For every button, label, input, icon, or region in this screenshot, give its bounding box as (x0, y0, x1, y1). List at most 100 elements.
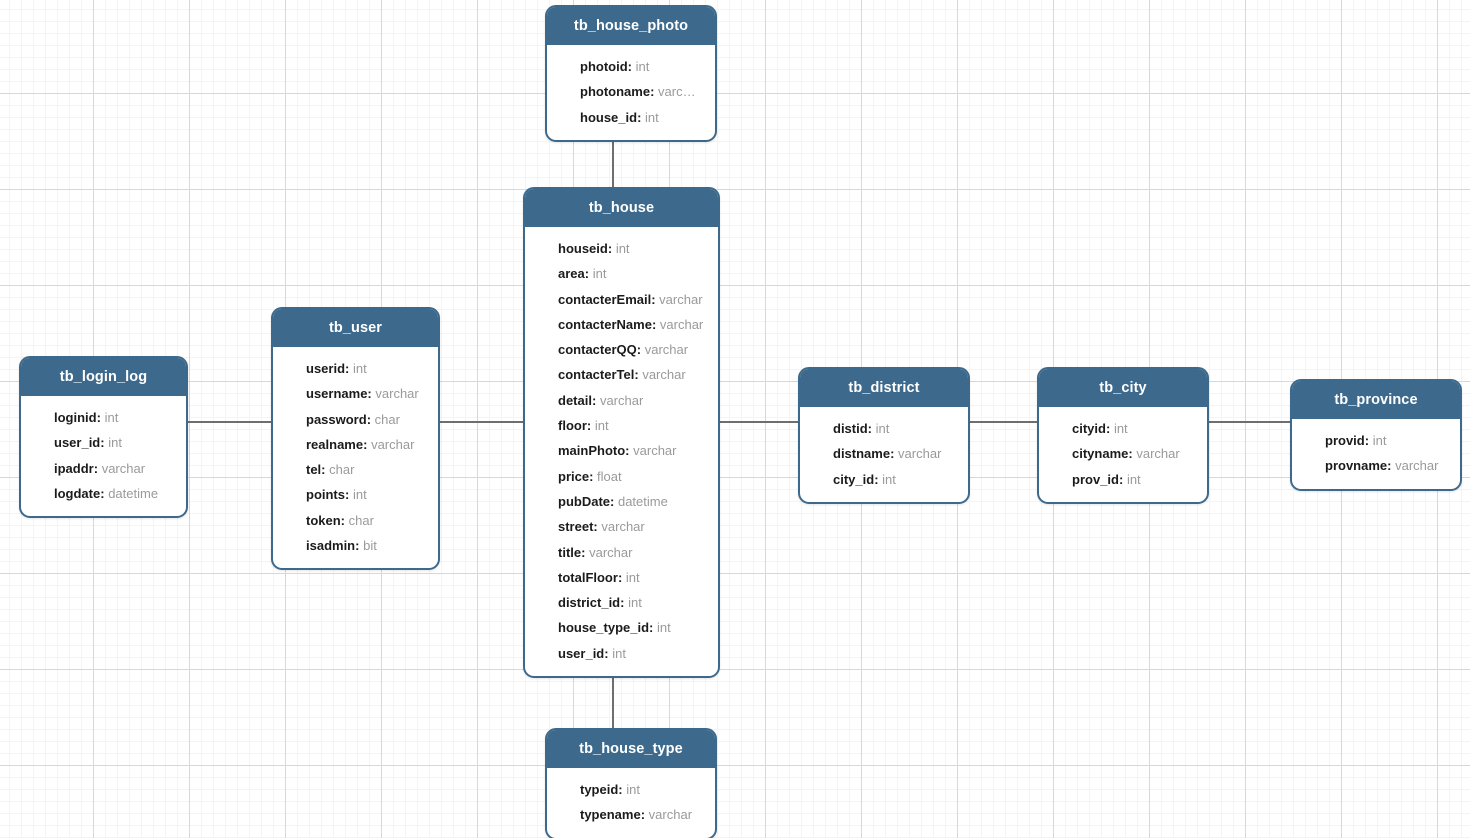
field-row[interactable]: prov_id: int (1039, 467, 1207, 492)
field-name: password (306, 411, 367, 427)
field-name: token (306, 512, 341, 528)
field-type: datetime (108, 485, 159, 501)
field-type: int (645, 109, 659, 125)
entity-title-tb_province: tb_province (1292, 381, 1460, 419)
field-row[interactable]: token: char (273, 508, 438, 533)
entity-title-tb_house_type: tb_house_type (547, 730, 715, 768)
field-row[interactable]: logdate: datetime (21, 481, 186, 506)
field-row[interactable]: photoname: varc… (547, 79, 715, 104)
field-separator: : (345, 361, 350, 376)
field-name: house_type_id (558, 620, 650, 636)
field-type: varchar (648, 807, 693, 823)
field-row[interactable]: userid: int (273, 356, 438, 381)
entity-title-tb_district: tb_district (800, 369, 968, 407)
field-separator: : (1128, 446, 1133, 462)
field-row[interactable]: area: int (525, 261, 718, 286)
entity-title-tb_login_log: tb_login_log (21, 358, 186, 396)
field-type: int (108, 435, 122, 451)
field-name: photoname (580, 84, 651, 100)
field-separator: : (634, 367, 639, 383)
field-name: user_id (558, 645, 605, 661)
field-row[interactable]: cityid: int (1039, 416, 1207, 441)
field-row[interactable]: title: varchar (525, 540, 718, 565)
field-name: street (558, 519, 594, 535)
field-row[interactable]: mainPhoto: varchar (525, 438, 718, 463)
field-row[interactable]: district_id: int (525, 590, 718, 615)
field-row[interactable]: price: float (525, 464, 718, 489)
field-row[interactable]: typename: varchar (547, 802, 715, 827)
field-row[interactable]: contacterEmail: varchar (525, 287, 718, 312)
entity-title-tb_city: tb_city (1039, 369, 1207, 407)
field-row[interactable]: street: varchar (525, 514, 718, 539)
field-row[interactable]: points: int (273, 482, 438, 507)
field-row[interactable]: user_id: int (525, 641, 718, 666)
field-row[interactable]: houseid: int (525, 236, 718, 261)
field-separator: : (607, 241, 613, 256)
field-row[interactable]: contacterName: varchar (525, 312, 718, 337)
field-type: bit (363, 538, 377, 554)
field-name: area (558, 266, 585, 282)
field-separator: : (1105, 421, 1111, 436)
field-row[interactable]: provname: varchar (1292, 453, 1460, 478)
field-separator: : (649, 620, 654, 636)
field-row[interactable]: ipaddr: varchar (21, 456, 186, 481)
field-name: house_id (580, 109, 638, 125)
field-separator: : (618, 782, 623, 797)
field-row[interactable]: isadmin: bit (273, 533, 438, 558)
field-row[interactable]: loginid: int (21, 405, 186, 430)
field-name: userid (306, 361, 346, 376)
field-row[interactable]: house_type_id: int (525, 615, 718, 640)
field-row[interactable]: provid: int (1292, 428, 1460, 453)
field-separator: : (1118, 471, 1124, 487)
field-row[interactable]: distid: int (800, 416, 968, 441)
field-row[interactable]: typeid: int (547, 777, 715, 802)
field-row[interactable]: totalFloor: int (525, 565, 718, 590)
field-row[interactable]: tel: char (273, 457, 438, 482)
field-row[interactable]: house_id: int (547, 105, 715, 130)
entity-title-tb_house: tb_house (525, 189, 718, 227)
field-row[interactable]: cityname: varchar (1039, 441, 1207, 466)
field-row[interactable]: username: varchar (273, 381, 438, 406)
field-name: contacterName (558, 316, 652, 332)
field-type: char (329, 462, 355, 478)
field-separator: : (637, 109, 642, 125)
field-name: pubDate (558, 493, 610, 509)
field-type: varchar (101, 460, 146, 476)
field-row[interactable]: user_id: int (21, 430, 186, 455)
field-row[interactable]: photoid: int (547, 54, 715, 79)
field-row[interactable]: floor: int (525, 413, 718, 438)
field-row[interactable]: distname: varchar (800, 441, 968, 466)
field-row[interactable]: detail: varchar (525, 388, 718, 413)
field-row[interactable]: contacterTel: varchar (525, 362, 718, 387)
field-separator: : (604, 645, 609, 661)
field-row[interactable]: pubDate: datetime (525, 489, 718, 514)
field-separator: : (355, 538, 360, 554)
field-separator: : (874, 471, 879, 487)
field-row[interactable]: contacterQQ: varchar (525, 337, 718, 362)
field-row[interactable]: password: char (273, 407, 438, 432)
field-separator: : (591, 392, 597, 408)
field-name: totalFloor (558, 569, 618, 585)
field-name: cityname (1072, 446, 1129, 462)
field-type: int (352, 361, 367, 376)
field-name: user_id (54, 435, 101, 451)
field-type: datetime (617, 493, 668, 509)
field-row[interactable]: realname: varchar (273, 432, 438, 457)
field-row[interactable]: city_id: int (800, 467, 968, 492)
field-type: varchar (633, 443, 677, 459)
field-separator: : (867, 421, 873, 436)
connector-user-to-house (438, 421, 525, 423)
field-name: contacterQQ (558, 342, 637, 358)
field-name: mainPhoto (558, 443, 626, 459)
field-name: isadmin (306, 538, 356, 554)
